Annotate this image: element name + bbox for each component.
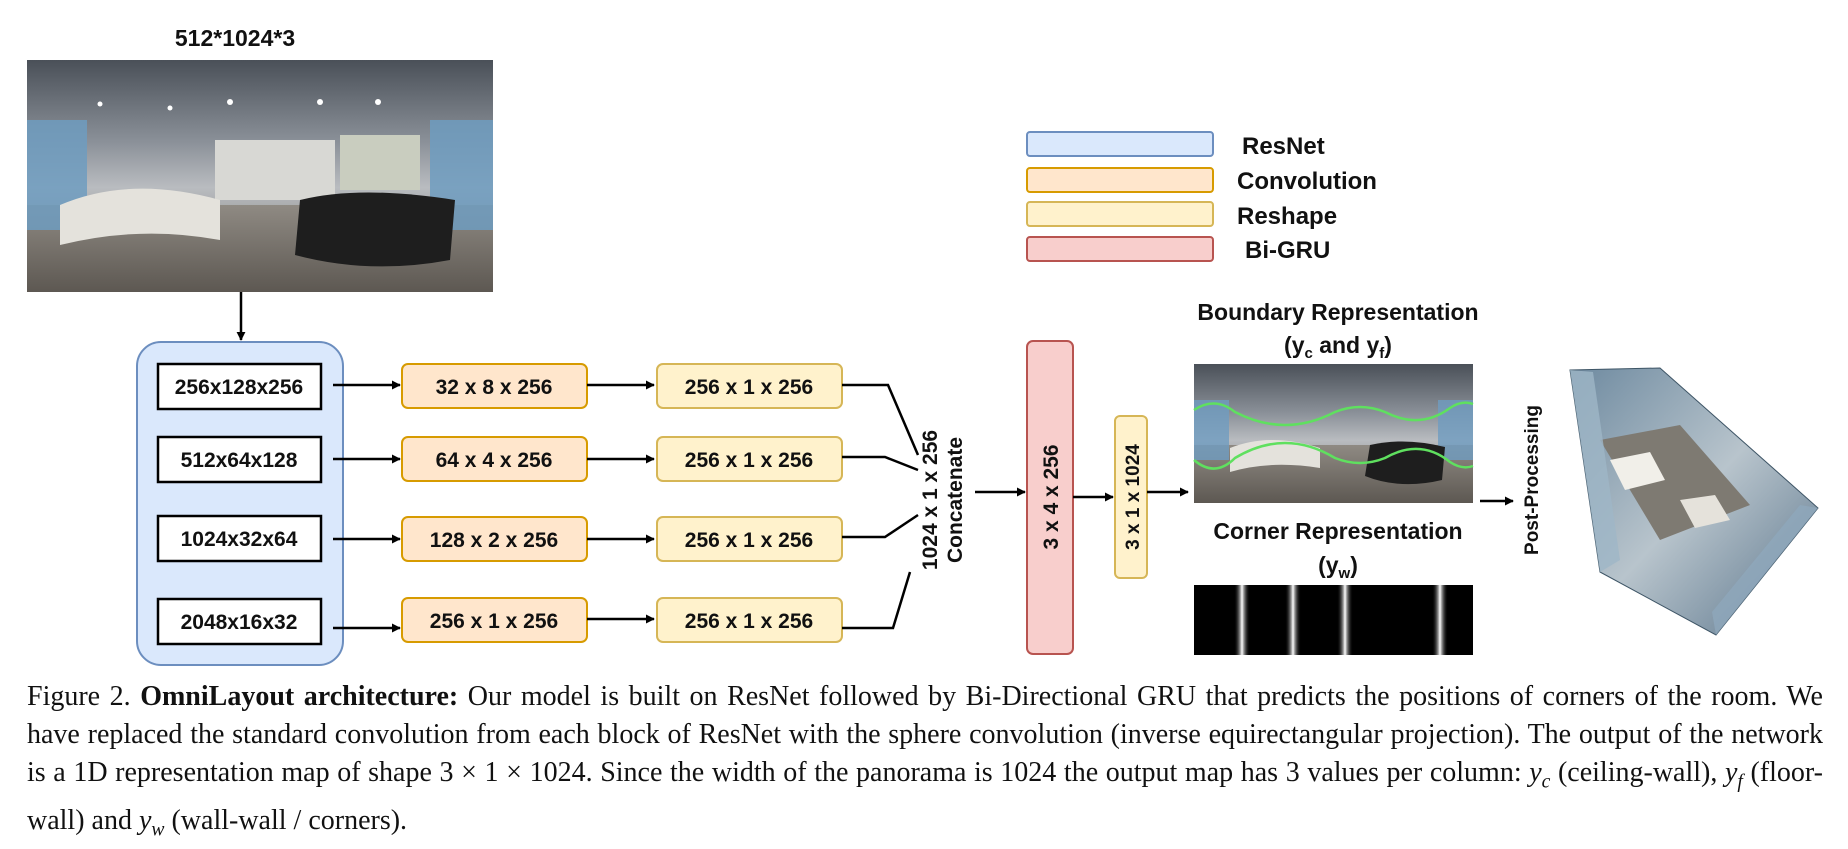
svg-text:64 x 4 x 256: 64 x 4 x 256 <box>436 449 553 472</box>
resnet-stage-1: 256x128x256 <box>156 362 323 411</box>
resnet-stage-4: 2048x16x32 <box>156 597 323 646</box>
room-layout-3d-image <box>1569 367 1819 636</box>
legend-item-bigru: Bi-GRU <box>1026 236 1330 264</box>
boundary-subtitle: (yc and yf) <box>1284 332 1392 362</box>
svg-text:Convolution: Convolution <box>1237 168 1377 195</box>
bigru-box: 3 x 4 x 256 <box>1026 340 1074 655</box>
svg-text:512x64x128: 512x64x128 <box>181 449 298 472</box>
boundary-panorama-image <box>1193 364 1474 503</box>
legend-item-reshape: Reshape <box>1026 201 1337 230</box>
post-processing-label: Post-Processing <box>1522 405 1543 555</box>
conv-box-3: 128 x 2 x 256 <box>401 516 588 562</box>
connector-reshape-2 <box>842 455 919 472</box>
svg-text:ResNet: ResNet <box>1242 133 1325 160</box>
connector-reshape-4 <box>842 571 912 630</box>
reshape-box-3: 256 x 1 x 256 <box>656 516 843 562</box>
resnet-stage-3: 1024x32x64 <box>156 514 323 563</box>
reshape-box-1: 256 x 1 x 256 <box>656 363 843 409</box>
corner-subtitle: (yw) <box>1318 552 1358 582</box>
svg-text:256x128x256: 256x128x256 <box>175 376 303 399</box>
svg-text:3 x 4 x 256: 3 x 4 x 256 <box>1040 444 1063 549</box>
conv-box-4: 256 x 1 x 256 <box>401 597 588 643</box>
boundary-title: Boundary Representation <box>1197 299 1478 325</box>
connector-reshape-3 <box>842 513 919 539</box>
connector-reshape-1 <box>842 383 920 456</box>
legend-item-resnet: ResNet <box>1026 131 1325 160</box>
legend: ResNet Convolution Reshape Bi-GRU <box>1026 131 1377 264</box>
svg-text:128 x 2 x 256: 128 x 2 x 256 <box>430 529 558 552</box>
svg-text:1024 x 1 x 256: 1024 x 1 x 256 <box>919 430 942 570</box>
svg-text:Concatenate: Concatenate <box>944 437 967 563</box>
figure-caption: Figure 2. OmniLayout architecture: Our m… <box>27 681 1823 841</box>
svg-text:256 x 1 x 256: 256 x 1 x 256 <box>685 449 813 472</box>
svg-text:256 x 1 x 256: 256 x 1 x 256 <box>685 529 813 552</box>
architecture-diagram: 512*1024*3 256x128x256 512x64x128 1024x3… <box>27 25 1819 666</box>
svg-text:3 x 1 x 1024: 3 x 1 x 1024 <box>1123 444 1144 550</box>
corner-title: Corner Representation <box>1213 518 1462 544</box>
resnet-stage-2: 512x64x128 <box>156 435 323 484</box>
svg-text:32 x 8 x 256: 32 x 8 x 256 <box>436 376 553 399</box>
concatenate-label: 1024 x 1 x 256 Concatenate <box>919 430 967 570</box>
legend-item-convolution: Convolution <box>1026 167 1377 195</box>
conv-box-1: 32 x 8 x 256 <box>401 363 588 409</box>
svg-text:Bi-GRU: Bi-GRU <box>1245 237 1330 264</box>
input-panorama-image <box>27 60 493 292</box>
resnet-block <box>136 341 344 666</box>
svg-text:256 x 1 x 256: 256 x 1 x 256 <box>430 610 558 633</box>
corner-map-image <box>1194 585 1473 655</box>
conv-box-2: 64 x 4 x 256 <box>401 436 588 482</box>
reshape-box-2: 256 x 1 x 256 <box>656 436 843 482</box>
svg-text:Reshape: Reshape <box>1237 203 1337 230</box>
svg-text:2048x16x32: 2048x16x32 <box>181 611 298 634</box>
output-reshape-box: 3 x 1 x 1024 <box>1114 415 1148 579</box>
svg-text:1024x32x64: 1024x32x64 <box>181 528 298 551</box>
svg-text:256 x 1 x 256: 256 x 1 x 256 <box>685 376 813 399</box>
reshape-box-4: 256 x 1 x 256 <box>656 597 843 643</box>
svg-text:256 x 1 x 256: 256 x 1 x 256 <box>685 610 813 633</box>
input-dims-label: 512*1024*3 <box>175 25 295 51</box>
